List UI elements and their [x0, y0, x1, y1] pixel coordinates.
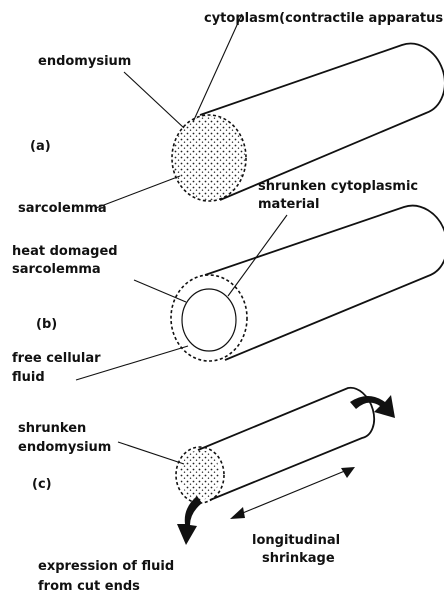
label-expression-1: expression of fluid	[38, 559, 174, 574]
label-shrunken-endomysium-2: endomysium	[18, 440, 111, 455]
leader-shrunken-endomysium	[118, 442, 184, 464]
leader-heat-damaged	[134, 280, 186, 302]
leader-cytoplasm	[193, 14, 242, 122]
shrunken-cytoplasm-core	[182, 289, 236, 351]
label-free-fluid-2: fluid	[12, 370, 45, 385]
label-cytoplasm: cytoplasm(contractile apparatus)	[204, 11, 444, 26]
fluid-expression-arrow-left	[177, 496, 202, 545]
label-heat-damaged-1: heat domaged	[12, 244, 118, 259]
label-longitudinal-1: longitudinal	[252, 533, 340, 548]
cut-end-cytoplasm-c	[180, 450, 220, 500]
fibre-cylinder-b	[205, 206, 444, 360]
label-sarcolemma: sarcolemma	[18, 201, 107, 216]
panel-c: shrunken endomysium (c) longitudinal shr…	[18, 388, 395, 594]
leader-sarcolemma	[96, 176, 180, 208]
label-shrunken-endomysium-1: shrunken	[18, 421, 86, 436]
label-shrunken-cytoplasmic-2: material	[258, 197, 319, 212]
panel-label-a: (a)	[30, 139, 51, 154]
label-longitudinal-2: shrinkage	[262, 551, 335, 566]
fibre-cylinder-c	[198, 388, 374, 500]
panel-label-b: (b)	[36, 317, 57, 332]
label-shrunken-cytoplasmic-1: shrunken cytoplasmic	[258, 179, 418, 194]
label-expression-2: from cut ends	[38, 579, 140, 594]
cut-end-cytoplasm-a	[173, 116, 245, 200]
leader-shrunken-cytoplasmic	[228, 215, 287, 296]
leader-endomysium	[124, 72, 184, 128]
label-endomysium: endomysium	[38, 54, 131, 69]
label-free-fluid-1: free cellular	[12, 351, 101, 366]
label-heat-damaged-2: sarcolemma	[12, 262, 101, 277]
panel-label-c: (c)	[32, 477, 52, 492]
longitudinal-shrinkage-arrow	[230, 467, 355, 519]
